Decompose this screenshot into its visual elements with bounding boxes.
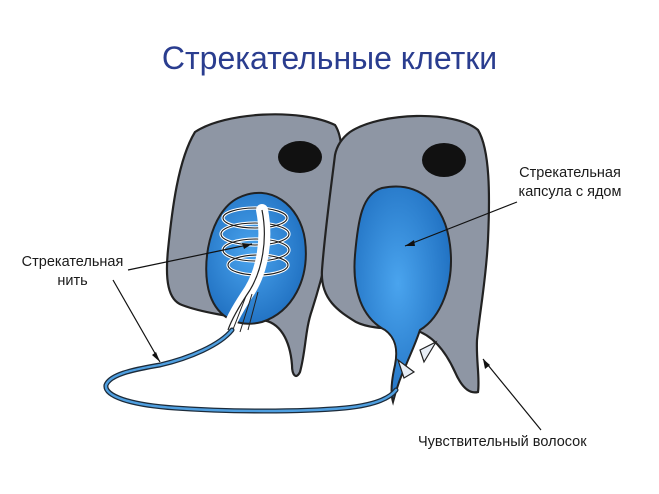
right-capsule xyxy=(353,185,452,406)
sensory-hair xyxy=(396,340,438,379)
diagram-title: Стрекательные клетки xyxy=(161,40,498,76)
label-stinging-capsule: Стрекательная капсула с ядом xyxy=(518,165,622,200)
left-nucleus xyxy=(278,141,322,173)
right-nucleus xyxy=(422,143,466,177)
discharged-thread xyxy=(103,327,399,414)
label-stinging-thread: Стрекательная нить xyxy=(21,254,124,289)
label-sensory-hair: Чувствительный волосок xyxy=(418,434,587,450)
pointer-lines xyxy=(112,201,542,431)
